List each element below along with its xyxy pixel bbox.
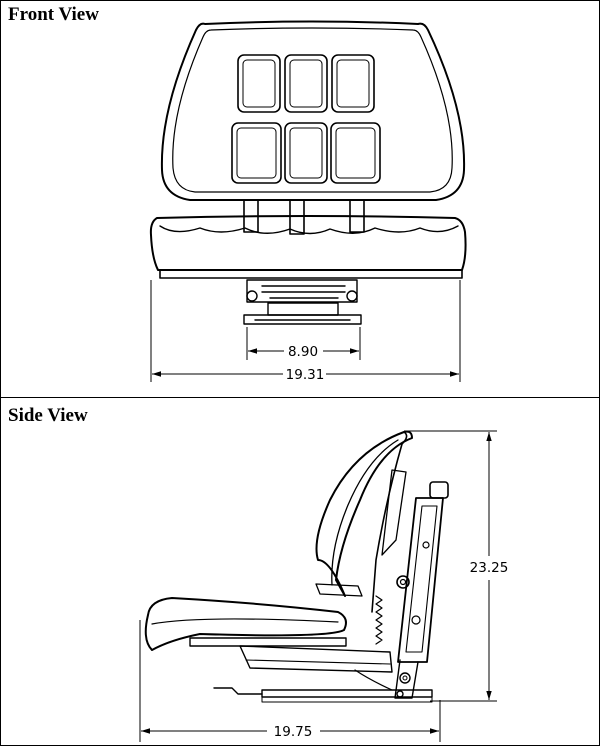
- side-base-rail: [213, 687, 433, 703]
- front-suspension: [243, 279, 362, 325]
- side-view-title: Side View: [8, 405, 88, 426]
- front-overall-width-label: 19.31: [286, 367, 325, 383]
- side-depth-label: 19.75: [274, 724, 313, 740]
- front-dimension-lines: [150, 280, 461, 382]
- side-height-label: 23.25: [470, 560, 509, 576]
- backrest-pads: [231, 54, 381, 184]
- side-seat-cushion: [144, 597, 347, 651]
- side-dimension-lines: [139, 430, 497, 742]
- front-seat-drawing: [149, 20, 467, 325]
- side-seat-drawing: [144, 430, 449, 703]
- front-backrest: [160, 20, 466, 201]
- front-mount-width-label: 8.90: [288, 344, 318, 360]
- front-view-title: Front View: [8, 4, 99, 25]
- side-spring: [375, 595, 383, 645]
- panel-divider: [0, 397, 600, 398]
- side-rail: [394, 481, 449, 699]
- side-backrest: [315, 430, 413, 597]
- front-seat-cushion: [149, 215, 467, 271]
